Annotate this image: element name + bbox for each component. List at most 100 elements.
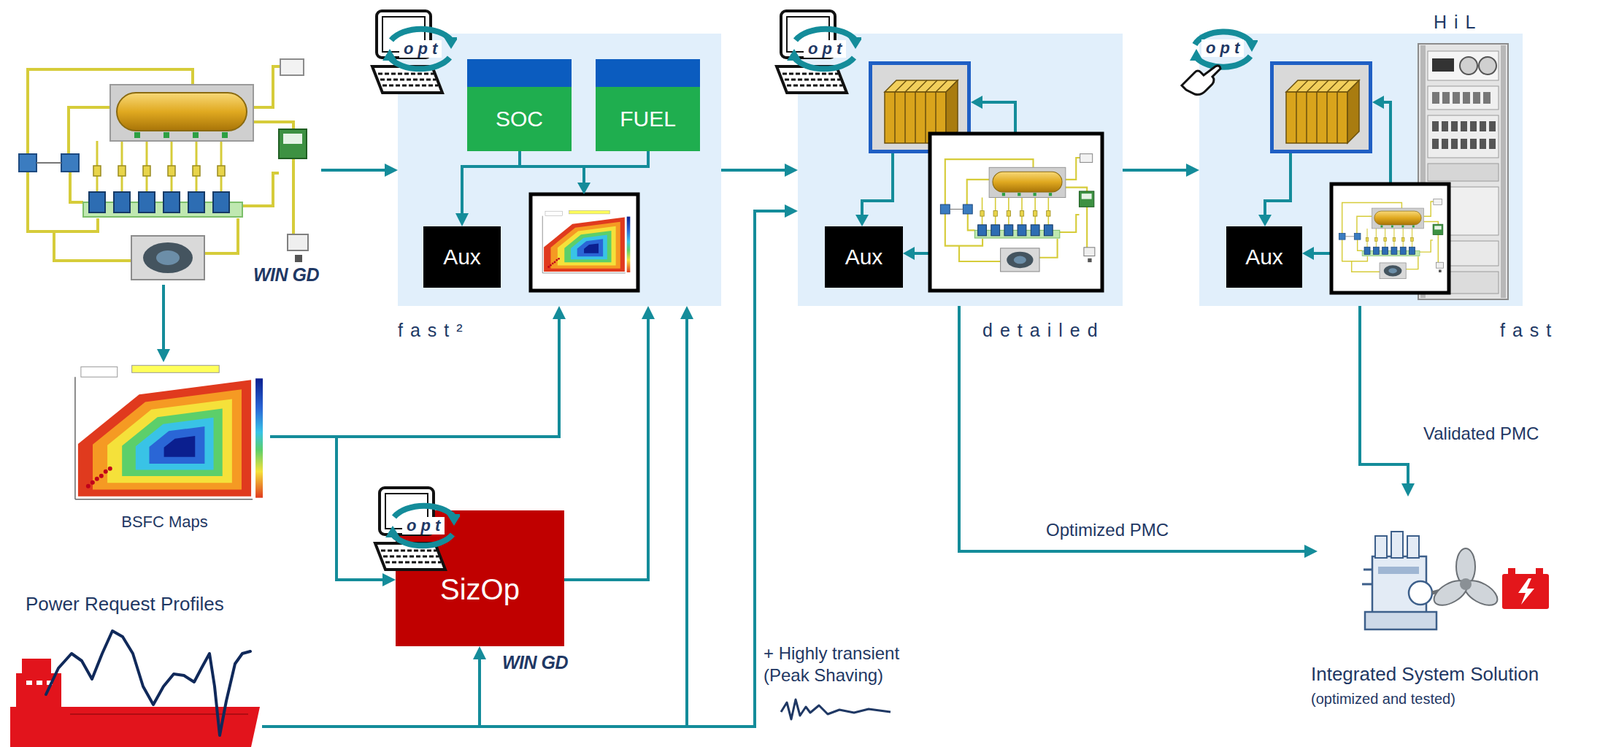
- edge-label: Validated PMC: [1423, 423, 1539, 444]
- stage-label: fast²: [397, 319, 471, 341]
- schematic-frame: [1338, 198, 1444, 279]
- arrowhead: [784, 204, 798, 218]
- connector-line: [1122, 168, 1190, 172]
- inner-wires: [1264, 153, 1291, 217]
- schematic-frame: [929, 133, 1449, 293]
- optimizer-icon: [1181, 32, 1259, 95]
- stage-panel: fast²SOCFUELAux: [397, 33, 722, 306]
- system-illustration: [1459, 578, 1472, 590]
- logo-text: WIN GD: [253, 264, 319, 286]
- heading: Integrated System Solution: [1310, 662, 1539, 686]
- optimizer-icon: [375, 487, 462, 570]
- hil-rack: [1432, 121, 1439, 132]
- system-illustration: [1407, 535, 1419, 558]
- system-illustration: [1429, 548, 1502, 611]
- inner-wires: [1312, 251, 1332, 255]
- bsfc-chart: [59, 362, 271, 505]
- logo-text: WIN GD: [502, 651, 568, 673]
- connector-line: [462, 151, 520, 217]
- hil-rack: [1451, 138, 1458, 149]
- aux-box: Aux: [1226, 226, 1303, 288]
- box-label: Aux: [443, 244, 482, 270]
- system-illustration: [1362, 569, 1373, 584]
- schematic-frame: [1331, 183, 1449, 293]
- state-box: FUEL: [595, 59, 700, 152]
- connector-line: [270, 316, 560, 437]
- connector-line: [1359, 305, 1409, 487]
- system-illustration: [1391, 531, 1403, 558]
- arrowhead: [382, 572, 396, 587]
- hil-rack: [1500, 45, 1506, 298]
- connector: [262, 645, 487, 727]
- system-illustration: [1518, 578, 1535, 605]
- ship-illustration: [10, 630, 260, 747]
- connector-line: [321, 168, 388, 172]
- arrowhead: [1401, 483, 1415, 497]
- connector: [321, 163, 398, 177]
- inner-arrowheads: [1302, 246, 1314, 260]
- system-illustration: [1408, 581, 1433, 605]
- hil-rack: [1427, 86, 1499, 110]
- hil-rack: [1441, 138, 1449, 149]
- ship-illustration: [26, 680, 33, 685]
- hil-rack: [1479, 138, 1487, 149]
- ship-illustration: [45, 630, 251, 736]
- hil-rack: [1470, 121, 1477, 132]
- box-label: SizOp: [440, 572, 520, 606]
- ship-profile: Power Request Profiles: [10, 621, 263, 747]
- aux-box: Aux: [423, 226, 501, 288]
- stage-background: [397, 33, 722, 306]
- stage-panel: detailedAux: [797, 33, 1123, 306]
- connector-line: [162, 284, 165, 352]
- connector: [1359, 305, 1415, 497]
- hil-rack: [1427, 163, 1499, 182]
- hil-rack: [1432, 58, 1455, 72]
- inner-wires: [519, 166, 584, 184]
- hil-rack: [1427, 51, 1499, 81]
- arrowhead: [784, 163, 798, 177]
- arrowhead: [1304, 544, 1318, 558]
- optimizer-icon: [776, 10, 863, 93]
- system-solution: Integrated System Solution(optimized and…: [1317, 496, 1555, 643]
- inner-wires: [1382, 102, 1391, 184]
- system-illustration: [1362, 531, 1549, 630]
- inner-arrowheads: [855, 214, 869, 227]
- connector-line: [959, 305, 1308, 552]
- hil-rack: [1441, 121, 1449, 132]
- aux-box: Aux: [824, 226, 903, 288]
- connector: [262, 305, 694, 727]
- system-illustration: [1429, 575, 1471, 611]
- stage-label: fast: [1500, 319, 1559, 341]
- hil-rack: [1459, 56, 1478, 75]
- optimizer-icon: [372, 10, 459, 93]
- ship-illustration: [36, 680, 43, 685]
- engine-schematic: [18, 59, 309, 280]
- connector-line: [564, 316, 649, 580]
- bsfc-thumbnail: [530, 194, 638, 291]
- hil-rack: [1432, 91, 1491, 104]
- arrowhead: [455, 213, 469, 227]
- inner-wires: [583, 151, 649, 167]
- system-illustration: [1502, 573, 1549, 609]
- stage-background: [797, 33, 1123, 306]
- stage-background: [1199, 33, 1523, 306]
- connector: [721, 163, 798, 177]
- hil-rack: [1478, 56, 1497, 75]
- icon-text: opt: [1201, 39, 1244, 57]
- box-label: FUEL: [619, 106, 676, 132]
- connector: [270, 436, 396, 587]
- icon-text: opt: [803, 40, 846, 58]
- icon-text: opt: [402, 516, 445, 535]
- hil-rack: [1472, 91, 1481, 104]
- inner-arrowheads: [577, 182, 591, 195]
- bsfc-thumbnail: [530, 194, 638, 291]
- hil-rack: [1470, 138, 1477, 149]
- edge-label: Optimized PMC: [1045, 519, 1169, 541]
- stage-background: [397, 33, 1523, 306]
- stage-label: detailed: [982, 319, 1106, 341]
- hil-rack: [1451, 121, 1458, 132]
- hil-rack: [1442, 91, 1450, 104]
- connector-line: [262, 316, 687, 727]
